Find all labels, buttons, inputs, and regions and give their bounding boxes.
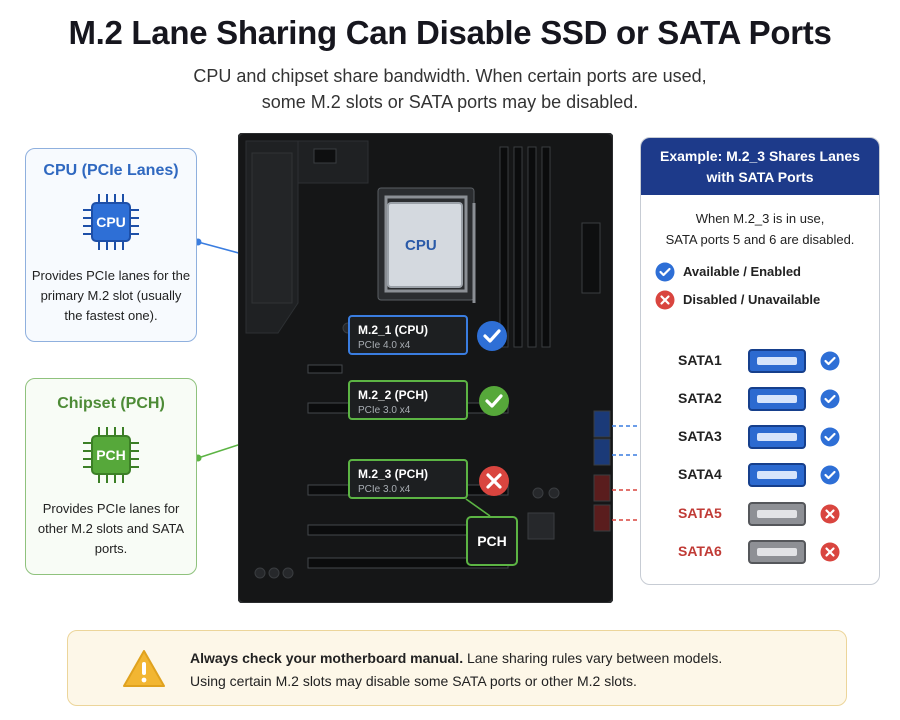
legend-x-icon — [655, 290, 675, 310]
sata-label: SATA4 — [678, 466, 722, 482]
atx-power-connector — [581, 222, 601, 294]
subtitle-line-2: some M.2 slots or SATA ports may be disa… — [261, 92, 639, 112]
m2-slot-2-check-icon — [479, 386, 509, 416]
pch-chip-icon: PCH — [81, 425, 141, 485]
power-connector — [313, 148, 337, 164]
x-icon — [820, 504, 840, 524]
legend-available-label: Available / Enabled — [683, 264, 802, 279]
warning-banner: Always check your motherboard manual. La… — [67, 630, 847, 706]
cpu-chip-label: CPU — [91, 202, 131, 242]
cpu-chip-pins — [83, 194, 139, 250]
sata-port-disabled-icon — [748, 502, 806, 526]
page-title: M.2 Lane Sharing Can Disable SSD or SATA… — [68, 14, 832, 51]
sata-row: SATA1 — [678, 346, 858, 376]
warning-rest: Lane sharing rules vary between models. — [463, 650, 723, 666]
board-sata-connectors — [593, 410, 611, 532]
check-icon — [820, 427, 840, 447]
warning-text: Always check your motherboard manual. La… — [190, 647, 830, 693]
legend-check-icon — [655, 262, 675, 282]
sata-label: SATA3 — [678, 428, 722, 444]
legend-disabled-label: Disabled / Unavailable — [683, 292, 821, 307]
sata-port-icon — [748, 463, 806, 487]
sata-row: SATA6 — [678, 537, 858, 567]
pch-info-card: Chipset (PCH) PCH Provides PCIe lanes fo… — [25, 378, 197, 575]
m2-slot-1-spec: PCIe 4.0 x4 — [358, 340, 411, 351]
check-icon — [820, 465, 840, 485]
pch-card-title: Chipset (PCH) — [57, 395, 165, 412]
example-header-line-2: with SATA Ports — [706, 169, 814, 185]
x-icon — [820, 542, 840, 562]
cpu-chip-icon: CPU — [81, 192, 141, 252]
check-icon — [820, 351, 840, 371]
example-description: When M.2_3 is in use, SATA ports 5 and 6… — [641, 208, 879, 250]
pch-card-description: Provides PCIe lanes for other M.2 slots … — [37, 501, 185, 556]
pch-chip-pins — [83, 427, 139, 483]
cpu-chip — [387, 202, 463, 288]
warning-line-2: Using certain M.2 slots may disable some… — [190, 673, 637, 689]
m2-slot-3: M.2_3 (PCH) PCIe 3.0 x4 — [348, 459, 468, 499]
example-header-line-1: Example: M.2_3 Shares Lanes — [660, 148, 860, 164]
sata-row: SATA5 — [678, 499, 858, 529]
example-header: Example: M.2_3 Shares Lanes with SATA Po… — [641, 138, 879, 195]
io-shroud — [251, 152, 293, 304]
m2-slot-2: M.2_2 (PCH) PCIe 3.0 x4 — [348, 380, 468, 420]
cpu-card-description: Provides PCIe lanes for the primary M.2 … — [31, 268, 191, 323]
sata-port-icon — [748, 387, 806, 411]
m2-slot-2-spec: PCIe 3.0 x4 — [358, 405, 411, 416]
warning-bold: Always check your motherboard manual. — [190, 650, 464, 666]
sata-label: SATA2 — [678, 390, 722, 406]
m2-slot-1-name: M.2_1 (CPU) — [358, 323, 429, 337]
m2-slot-1-check-icon — [477, 321, 507, 351]
cpu-info-card: CPU (PCIe Lanes) CPU Provides PCIe lanes… — [25, 148, 197, 342]
m2-slot-1: M.2_1 (CPU) PCIe 4.0 x4 — [348, 315, 468, 355]
example-desc-line-1: When M.2_3 is in use, — [695, 211, 825, 226]
m2-slot-3-name: M.2_3 (PCH) — [358, 467, 429, 481]
m2-slot-3-spec: PCIe 3.0 x4 — [358, 484, 411, 495]
warning-line-1: Always check your motherboard manual. La… — [190, 647, 830, 670]
subtitle: CPU and chipset share bandwidth. When ce… — [150, 63, 750, 115]
ram-slots — [499, 146, 551, 348]
sata-label: SATA1 — [678, 352, 722, 368]
cpu-card-title: CPU (PCIe Lanes) — [43, 162, 179, 179]
m2-slot-2-name: M.2_2 (PCH) — [358, 388, 429, 402]
sata-port-disabled-icon — [748, 540, 806, 564]
warning-icon — [123, 650, 165, 687]
sata-row: SATA4 — [678, 460, 858, 490]
board-cpu-label: CPU — [405, 237, 437, 254]
m2-slot-3-x-icon — [479, 466, 509, 496]
sata-label: SATA5 — [678, 505, 722, 521]
example-desc-line-2: SATA ports 5 and 6 are disabled. — [665, 232, 855, 247]
sata-port-icon — [748, 349, 806, 373]
pch-chip-label: PCH — [91, 435, 131, 475]
subtitle-line-1: CPU and chipset share bandwidth. When ce… — [193, 66, 707, 86]
sata-port-icon — [748, 425, 806, 449]
sata-row: SATA2 — [678, 384, 858, 414]
check-icon — [820, 389, 840, 409]
cpu-retention-bracket — [384, 195, 468, 293]
sata-row: SATA3 — [678, 422, 858, 452]
sata-label: SATA6 — [678, 543, 722, 559]
board-pch-chip: PCH — [466, 516, 518, 566]
